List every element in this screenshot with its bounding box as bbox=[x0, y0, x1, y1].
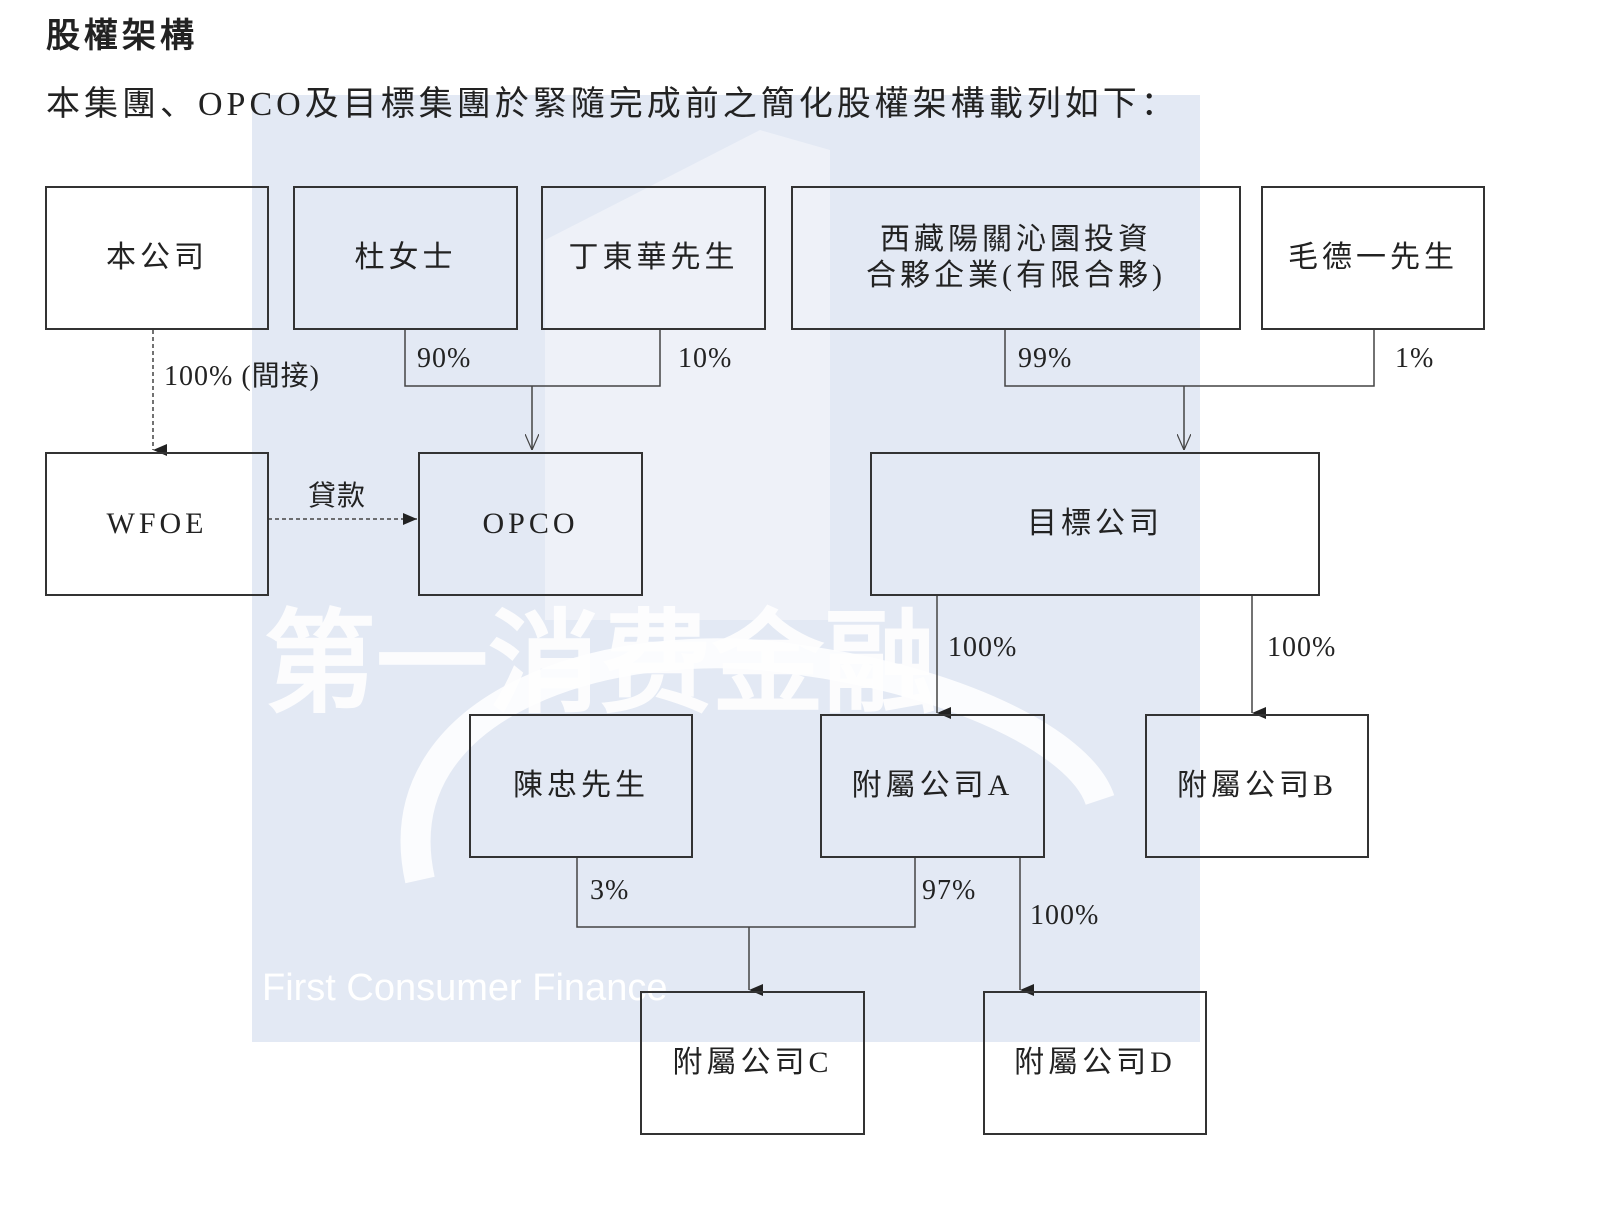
node-company: 本公司 bbox=[45, 186, 269, 330]
node-wfoe: WFOE bbox=[45, 452, 269, 596]
node-label: 附屬公司C bbox=[672, 1046, 833, 1079]
node-label: OPCO bbox=[482, 507, 579, 540]
node-label: WFOE bbox=[106, 507, 208, 540]
label-target-b: 100% bbox=[1267, 632, 1337, 663]
node-label: 附屬公司B bbox=[1176, 769, 1337, 802]
label-mao-target: 1% bbox=[1395, 343, 1435, 374]
node-chen: 陳忠先生 bbox=[469, 714, 693, 858]
watermark-chinese: 第一消费金融 bbox=[264, 599, 936, 729]
node-label: 丁東華先生 bbox=[568, 241, 739, 274]
node-target: 目標公司 bbox=[870, 452, 1320, 596]
watermark-english: First Consumer Finance bbox=[262, 967, 667, 1009]
node-label: 西藏陽關沁園投資 bbox=[880, 223, 1152, 256]
node-ding: 丁東華先生 bbox=[541, 186, 766, 330]
label-chen-c: 3% bbox=[590, 875, 630, 906]
node-sub-d: 附屬公司D bbox=[983, 991, 1207, 1135]
node-sub-a: 附屬公司A bbox=[820, 714, 1045, 858]
section-heading: 股權架構 bbox=[46, 16, 198, 56]
node-label: 杜女士 bbox=[354, 241, 457, 274]
label-ding-opco: 10% bbox=[678, 343, 733, 374]
label-target-a: 100% bbox=[948, 632, 1018, 663]
intro-text: 本集團、OPCO及目標集團於緊隨完成前之簡化股權架構載列如下： bbox=[46, 86, 1179, 123]
node-sub-b: 附屬公司B bbox=[1145, 714, 1369, 858]
label-du-opco: 90% bbox=[417, 343, 472, 374]
node-label: 附屬公司A bbox=[851, 769, 1014, 802]
node-label: 目標公司 bbox=[1027, 507, 1163, 540]
node-du: 杜女士 bbox=[293, 186, 518, 330]
node-label: 本公司 bbox=[106, 241, 208, 274]
node-mao: 毛德一先生 bbox=[1261, 186, 1485, 330]
label-wfoe-opco: 貸款 bbox=[308, 481, 367, 512]
node-opco: OPCO bbox=[418, 452, 643, 596]
node-label: 附屬公司D bbox=[1014, 1046, 1176, 1079]
node-label: 毛德一先生 bbox=[1288, 241, 1458, 274]
label-tibet-target: 99% bbox=[1018, 343, 1073, 374]
label-a-d: 100% bbox=[1030, 900, 1100, 931]
node-label: 陳忠先生 bbox=[513, 769, 649, 802]
label-a-c: 97% bbox=[922, 875, 977, 906]
label-company-wfoe: 100% (間接) bbox=[164, 361, 320, 392]
node-tibet-partnership: 西藏陽關沁園投資合夥企業(有限合夥) bbox=[791, 186, 1241, 330]
node-sub-c: 附屬公司C bbox=[640, 991, 865, 1135]
node-label: 合夥企業(有限合夥) bbox=[866, 259, 1166, 292]
